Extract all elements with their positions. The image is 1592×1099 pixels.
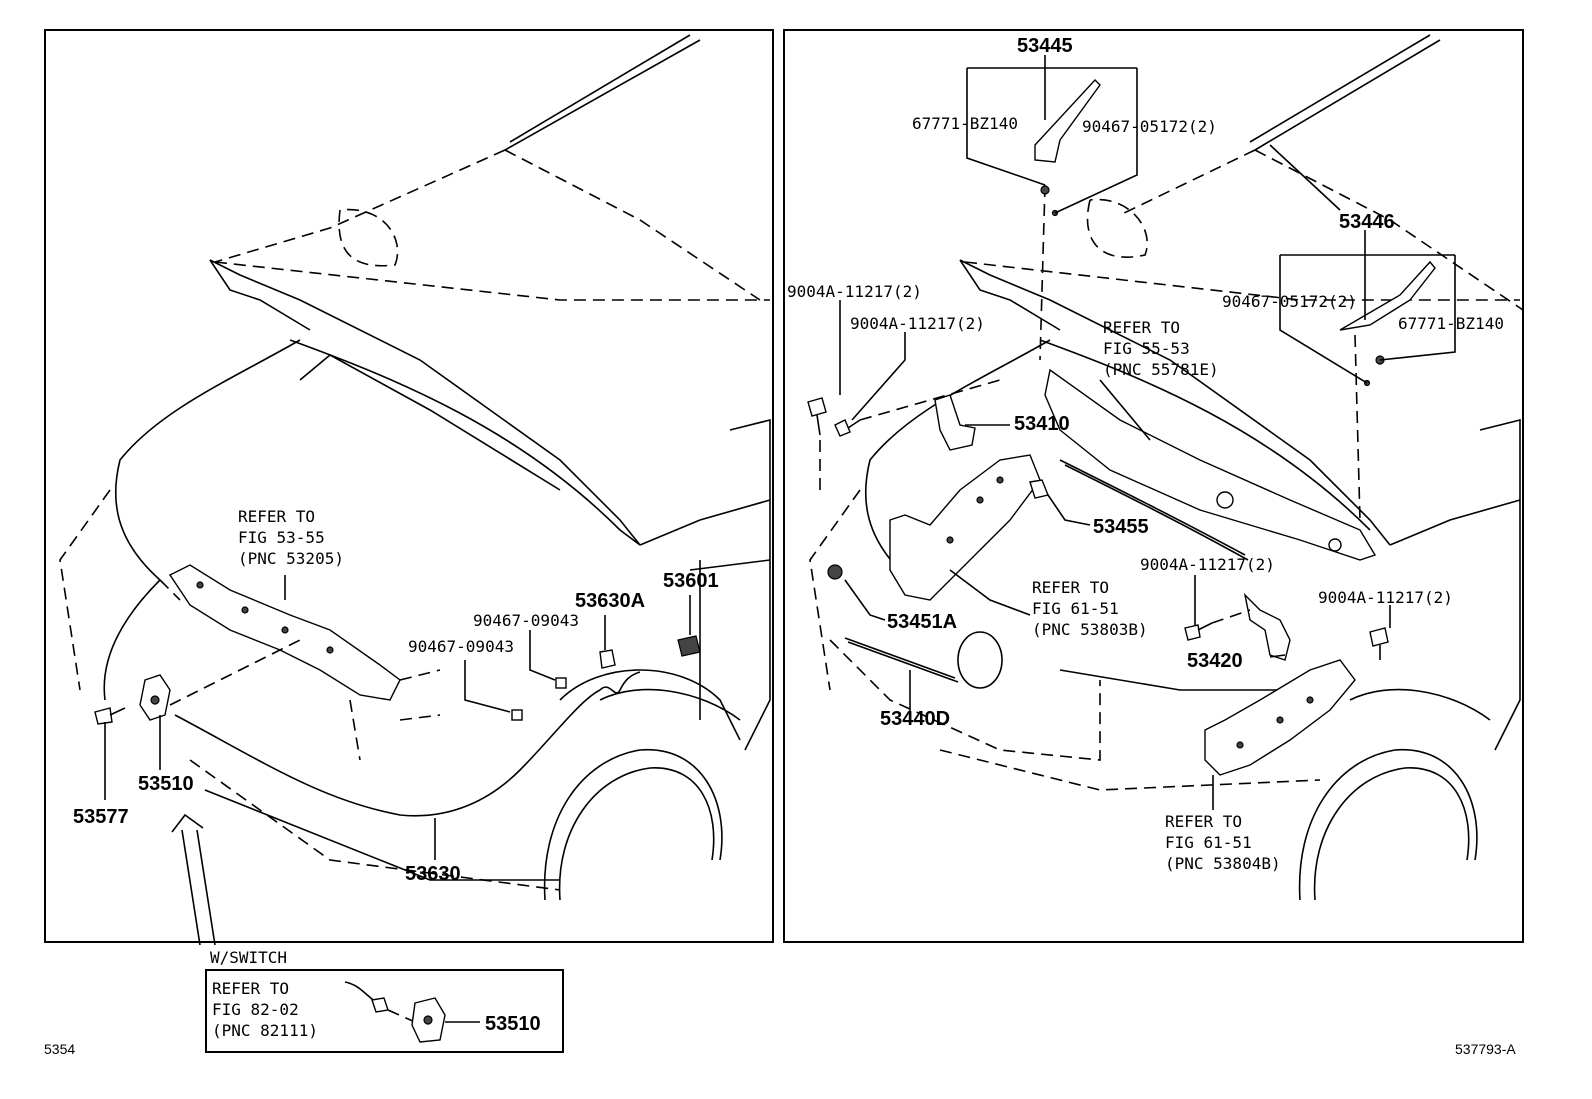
part-label-9004a-11217-a: 9004A-11217(2) xyxy=(787,282,922,301)
bumper-53455 xyxy=(1029,479,1049,499)
bracket-53446 xyxy=(1279,230,1456,384)
cable-clip-53630A xyxy=(599,649,616,669)
part-label-53577: 53577 xyxy=(73,806,129,828)
right-leader-lines xyxy=(839,144,1391,810)
footer-left-code: 5354 xyxy=(44,1041,75,1057)
refer-label-82111-line2: FIG 82-02 xyxy=(212,1000,299,1019)
refer-label-55781e-line2: FIG 55-53 xyxy=(1103,339,1190,358)
part-label-9004a-11217-b: 9004A-11217(2) xyxy=(850,314,985,333)
part-label-90467-05172-right: 90467-05172(2) xyxy=(1222,292,1357,311)
hood-lock-assembly xyxy=(139,639,301,721)
hood-support-bar xyxy=(168,564,401,761)
footer-right-code: 537793-A xyxy=(1455,1041,1516,1057)
part-label-67771-bz140-left: 67771-BZ140 xyxy=(912,114,1018,133)
part-label-90467-09043-a: 90467-09043 xyxy=(473,611,579,630)
clip-90467-09043 xyxy=(511,677,567,721)
refer-label-53804b-line3: (PNC 53804B) xyxy=(1165,854,1281,873)
left-leader-lines xyxy=(104,575,691,860)
refer-label-53205-line3: (PNC 53205) xyxy=(238,549,344,568)
lever-53601 xyxy=(677,635,701,657)
part-label-53510: 53510 xyxy=(138,773,194,795)
part-label-53446: 53446 xyxy=(1339,211,1395,233)
part-label-53445: 53445 xyxy=(1017,35,1073,57)
cushion-53451A xyxy=(827,564,843,580)
part-label-9004a-11217-c: 9004A-11217(2) xyxy=(1140,555,1275,574)
apron-left-53803B xyxy=(889,454,1041,601)
switch-box-frame xyxy=(205,969,564,1053)
refer-label-53804b-line2: FIG 61-51 xyxy=(1165,833,1252,852)
windshield-cowl-panel xyxy=(1044,368,1377,561)
hood-seal-lower xyxy=(1059,459,1249,561)
refer-label-55781e-line1: REFER TO xyxy=(1103,318,1180,337)
switch-lock-assembly xyxy=(344,981,480,1043)
refer-label-53205-line2: FIG 53-55 xyxy=(238,528,325,547)
hood-support-rod-53440D xyxy=(844,637,959,683)
part-label-53601: 53601 xyxy=(663,570,719,592)
hood-release-cable xyxy=(174,669,641,817)
switch-arrow xyxy=(171,813,216,946)
left-vehicle-outline xyxy=(59,34,771,901)
refer-label-53803b-line2: FIG 61-51 xyxy=(1032,599,1119,618)
switch-part-label-53510: 53510 xyxy=(485,1013,541,1035)
bracket-53445 xyxy=(966,55,1138,214)
part-label-90467-05172-left: 90467-05172(2) xyxy=(1082,117,1217,136)
part-label-67771-bz140-right: 67771-BZ140 xyxy=(1398,314,1504,333)
part-label-53451a: 53451A xyxy=(887,611,957,633)
part-label-53630: 53630 xyxy=(405,863,461,885)
part-label-90467-09043-b: 90467-09043 xyxy=(408,637,514,656)
left-panel-frame xyxy=(44,29,774,943)
part-label-53420: 53420 xyxy=(1187,650,1243,672)
hood-hinge-53410 xyxy=(934,394,976,451)
switch-caption: W/SWITCH xyxy=(210,948,287,967)
right-vehicle-outline xyxy=(809,34,1524,901)
right-panel-frame xyxy=(783,29,1524,943)
refer-label-55781e-line3: (PNC 55781E) xyxy=(1103,360,1219,379)
refer-label-82111-line1: REFER TO xyxy=(212,979,289,998)
hood-hinge-53420 xyxy=(1243,592,1291,661)
part-label-53410: 53410 xyxy=(1014,413,1070,435)
part-label-53455: 53455 xyxy=(1093,516,1149,538)
hood-lock-bolt xyxy=(94,707,126,725)
part-label-53630A: 53630A xyxy=(575,590,645,612)
part-label-9004a-11217-d: 9004A-11217(2) xyxy=(1318,588,1453,607)
refer-label-53803b-line3: (PNC 53803B) xyxy=(1032,620,1148,639)
refer-label-53804b-line1: REFER TO xyxy=(1165,812,1242,831)
refer-label-53205-line1: REFER TO xyxy=(238,507,315,526)
hood-bolts xyxy=(807,379,1389,660)
refer-label-82111-line3: (PNC 82111) xyxy=(212,1021,318,1040)
part-label-53440d: 53440D xyxy=(880,708,950,730)
apron-right-53804B xyxy=(1204,659,1356,776)
refer-label-53803b-line1: REFER TO xyxy=(1032,578,1109,597)
